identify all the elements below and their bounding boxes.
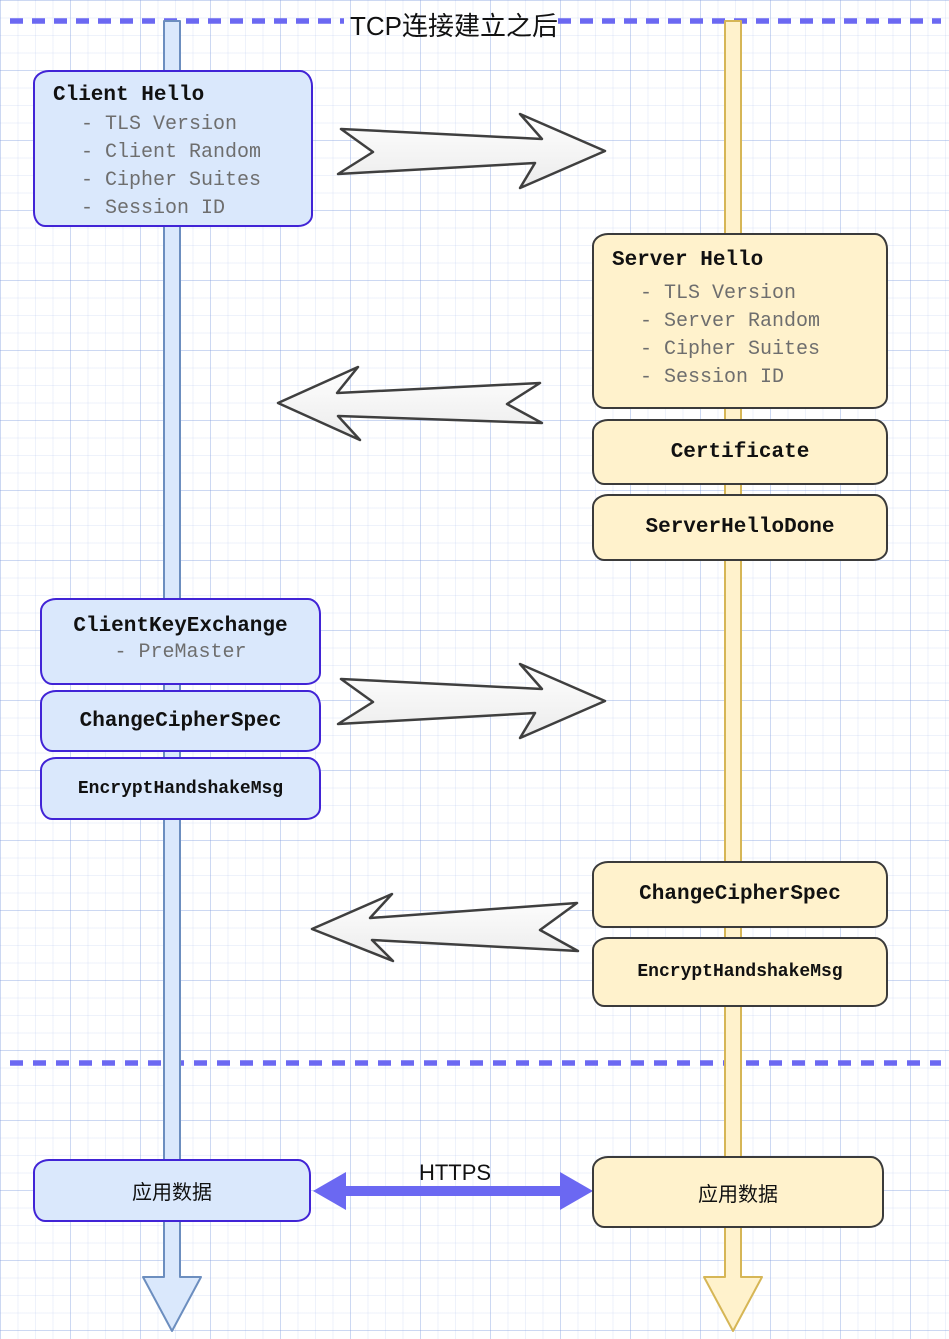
client-hello-box[interactable]: Client Hello - TLS Version - Client Rand…: [33, 70, 313, 227]
server-app-data-label: 应用数据: [698, 1183, 778, 1206]
certificate-box[interactable]: Certificate: [592, 419, 888, 485]
server-encrypt-handshake-msg-box[interactable]: EncryptHandshakeMsg: [592, 937, 888, 1007]
client-key-exchange-title: ClientKeyExchange: [73, 615, 288, 638]
client-change-cipher-spec-box[interactable]: ChangeCipherSpec: [40, 690, 321, 752]
server-hello-item: - Session ID: [640, 366, 785, 389]
certificate-label: Certificate: [670, 440, 810, 464]
client-encrypt-handshake-msg-label: EncryptHandshakeMsg: [77, 778, 284, 799]
server-hello-done-label: ServerHelloDone: [645, 516, 835, 539]
server-hello-item: - Cipher Suites: [640, 338, 821, 361]
server-change-cipher-spec-label: ChangeCipherSpec: [639, 883, 841, 906]
server-hello-item: - Server Random: [640, 310, 821, 333]
client-finish-right-arrow-icon: [336, 662, 607, 740]
client-encrypt-handshake-msg-box[interactable]: EncryptHandshakeMsg: [40, 757, 321, 820]
client-key-exchange-item: - PreMaster: [114, 641, 247, 664]
client-app-data-box[interactable]: 应用数据: [33, 1159, 311, 1222]
server-hello-done-box[interactable]: ServerHelloDone: [592, 494, 888, 561]
server-hello-item: - TLS Version: [640, 282, 797, 305]
server-encrypt-handshake-msg-label: EncryptHandshakeMsg: [637, 962, 843, 982]
https-label: HTTPS: [418, 1160, 492, 1185]
server-change-cipher-spec-box[interactable]: ChangeCipherSpec: [592, 861, 888, 928]
client-app-data-label: 应用数据: [132, 1182, 212, 1204]
server-hello-title: Server Hello: [612, 249, 764, 272]
client-hello-item: - Cipher Suites: [81, 169, 262, 192]
page-title: TCP连接建立之后: [349, 11, 558, 41]
server-hello-left-arrow-icon: [276, 365, 544, 442]
client-change-cipher-spec-label: ChangeCipherSpec: [79, 709, 282, 733]
client-hello-right-arrow-icon: [336, 112, 607, 190]
client-hello-item: - TLS Version: [81, 113, 238, 136]
server-app-data-box[interactable]: 应用数据: [592, 1156, 884, 1228]
client-hello-item: - Client Random: [81, 141, 262, 164]
client-hello-item: - Session ID: [81, 197, 226, 220]
client-hello-title: Client Hello: [53, 84, 205, 107]
server-hello-box[interactable]: Server Hello - TLS Version - Server Rand…: [592, 233, 888, 409]
client-key-exchange-box[interactable]: ClientKeyExchange - PreMaster: [40, 598, 321, 685]
server-lifeline-arrow: [703, 20, 763, 1332]
server-finish-left-arrow-icon: [310, 892, 580, 963]
https-double-arrow-icon: [313, 1172, 593, 1210]
